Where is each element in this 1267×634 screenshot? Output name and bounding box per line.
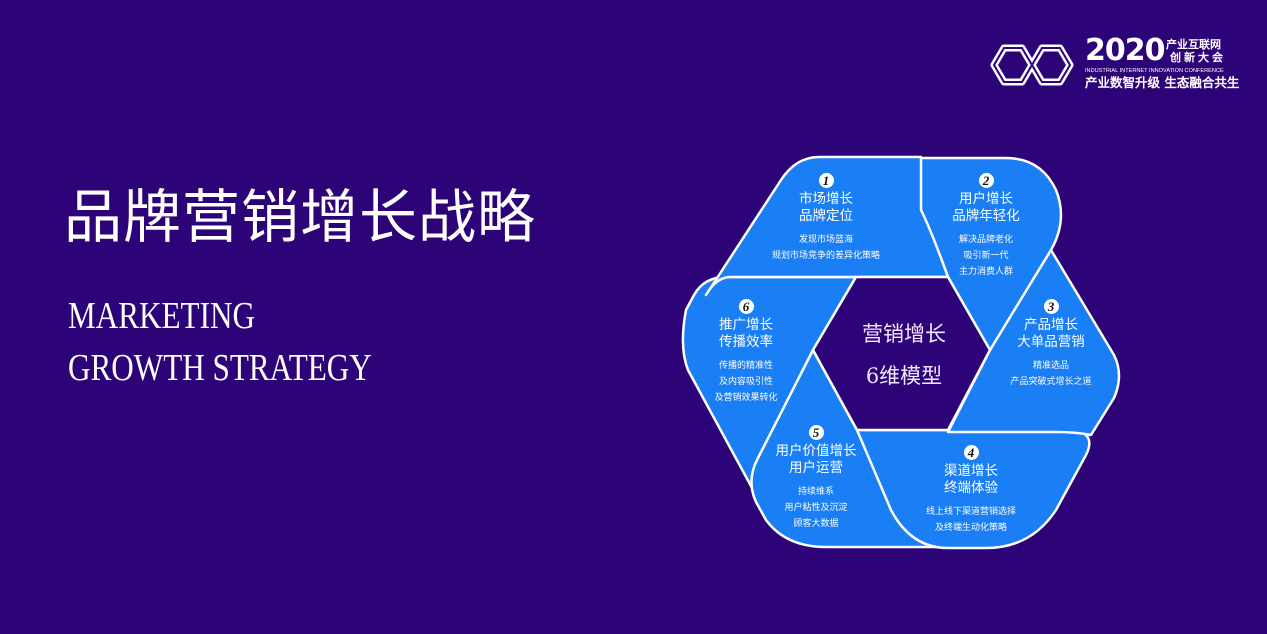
segment-3: 3 产品增长 大单品营销 精准选品 产品突破式增长之道 bbox=[991, 296, 1111, 390]
center-label-line-2: 6维模型 bbox=[865, 364, 943, 388]
segment-6-shape bbox=[681, 275, 858, 512]
segment-5-number-badge: 5 bbox=[808, 425, 824, 440]
segment-5-desc-3: 顾客大数据 bbox=[793, 519, 839, 529]
segment-2-number-badge: 2 bbox=[978, 173, 994, 188]
segment-6-desc-1: 传播的精准性 bbox=[718, 361, 773, 371]
segment-4-title-2: 终端体验 bbox=[944, 480, 998, 496]
segment-3-number-badge: 3 bbox=[1043, 299, 1059, 314]
page-title: 品牌营销增长战略 bbox=[64, 183, 537, 251]
subtitle-line-1: MARKETING bbox=[68, 295, 255, 337]
segment-4: 4 渠道增长 终端体验 线上线下渠道营销选择 及终端生动化策略 bbox=[906, 442, 1036, 536]
segment-5-title-1: 用户价值增长 bbox=[775, 443, 857, 459]
segment-6-desc-2: 及内容吸引性 bbox=[718, 377, 773, 387]
segment-1-title-1: 市场增长 bbox=[799, 191, 853, 207]
subtitle-line-2: GROWTH STRATEGY bbox=[68, 347, 372, 389]
segment-3-desc-1: 精准选品 bbox=[1032, 361, 1069, 371]
conference-logo: 2020 产业互联网 创新大会 INDUSTRIAL INTERNET INNO… bbox=[988, 33, 1240, 94]
segment-6-title-1: 推广增长 bbox=[719, 317, 773, 333]
segment-4-number-badge: 4 bbox=[963, 445, 979, 460]
center-label: 营销增长 6维模型 bbox=[824, 320, 984, 390]
segment-6: 6 推广增长 传播效率 传播的精准性 及内容吸引性 及营销效果转化 bbox=[696, 296, 796, 406]
segment-2-title-2: 品牌年轻化 bbox=[952, 208, 1020, 224]
segment-4-title-1: 渠道增长 bbox=[944, 463, 998, 479]
segment-2-desc-2: 吸引新一代 bbox=[963, 251, 1009, 261]
hexagon-segments-graphic bbox=[681, 155, 1121, 550]
marketing-growth-hexagon-diagram: 营销增长 6维模型 1 市场增长 品牌定位 发现市场蓝海 规划市场竞争的差异化策… bbox=[676, 150, 1131, 560]
infinity-hexagon-logo-icon bbox=[990, 44, 1074, 86]
segment-1-desc-2: 规划市场竞争的差异化策略 bbox=[771, 251, 880, 261]
segment-1-title-2: 品牌定位 bbox=[799, 208, 853, 224]
segment-6-number-badge: 6 bbox=[738, 299, 754, 314]
logo-conference-line-2: 创新大会 bbox=[1170, 51, 1226, 64]
segment-6-desc-3: 及营销效果转化 bbox=[714, 393, 778, 403]
segment-5-desc-1: 持续维系 bbox=[797, 487, 834, 497]
segment-2-desc-3: 主力消费人群 bbox=[958, 267, 1013, 277]
segment-3-title-1: 产品增长 bbox=[1024, 317, 1078, 333]
segment-4-desc-1: 线上线下渠道营销选择 bbox=[925, 507, 1016, 517]
segment-1-number-badge: 1 bbox=[818, 173, 834, 188]
segment-1-shape bbox=[704, 155, 950, 297]
page-subtitle: MARKETING GROWTH STRATEGY bbox=[68, 290, 372, 394]
segment-2-desc-1: 解决品牌老化 bbox=[958, 235, 1013, 245]
segment-3-shape bbox=[946, 243, 1121, 437]
segment-4-desc-2: 及终端生动化策略 bbox=[934, 523, 1007, 533]
center-label-line-1: 营销增长 bbox=[862, 322, 946, 346]
segment-4-shape bbox=[855, 428, 1091, 550]
segment-6-title-2: 传播效率 bbox=[719, 334, 773, 350]
logo-year: 2020 bbox=[1085, 33, 1165, 68]
logo-conference-english: INDUSTRIAL INTERNET INNOVATION CONFERENC… bbox=[1085, 68, 1224, 74]
segment-5: 5 用户价值增长 用户运营 持续维系 用户粘性及沉淀 顾客大数据 bbox=[756, 422, 876, 532]
segment-2: 2 用户增长 品牌年轻化 解决品牌老化 吸引新一代 主力消费人群 bbox=[926, 170, 1046, 280]
segment-3-desc-2: 产品突破式增长之道 bbox=[1010, 377, 1092, 387]
segment-5-title-2: 用户运营 bbox=[789, 460, 843, 476]
center-hexagon bbox=[811, 275, 992, 432]
segment-1-desc-1: 发现市场蓝海 bbox=[798, 235, 853, 245]
logo-conference-line-1: 产业互联网 bbox=[1166, 38, 1221, 51]
segment-2-title-1: 用户增长 bbox=[959, 191, 1013, 207]
segment-5-desc-2: 用户粘性及沉淀 bbox=[784, 503, 848, 513]
segment-3-title-2: 大单品营销 bbox=[1017, 334, 1085, 350]
segment-1: 1 市场增长 品牌定位 发现市场蓝海 规划市场竞争的差异化策略 bbox=[756, 170, 896, 264]
logo-slogan: 产业数智升级 生态融合共生 bbox=[1085, 75, 1240, 90]
